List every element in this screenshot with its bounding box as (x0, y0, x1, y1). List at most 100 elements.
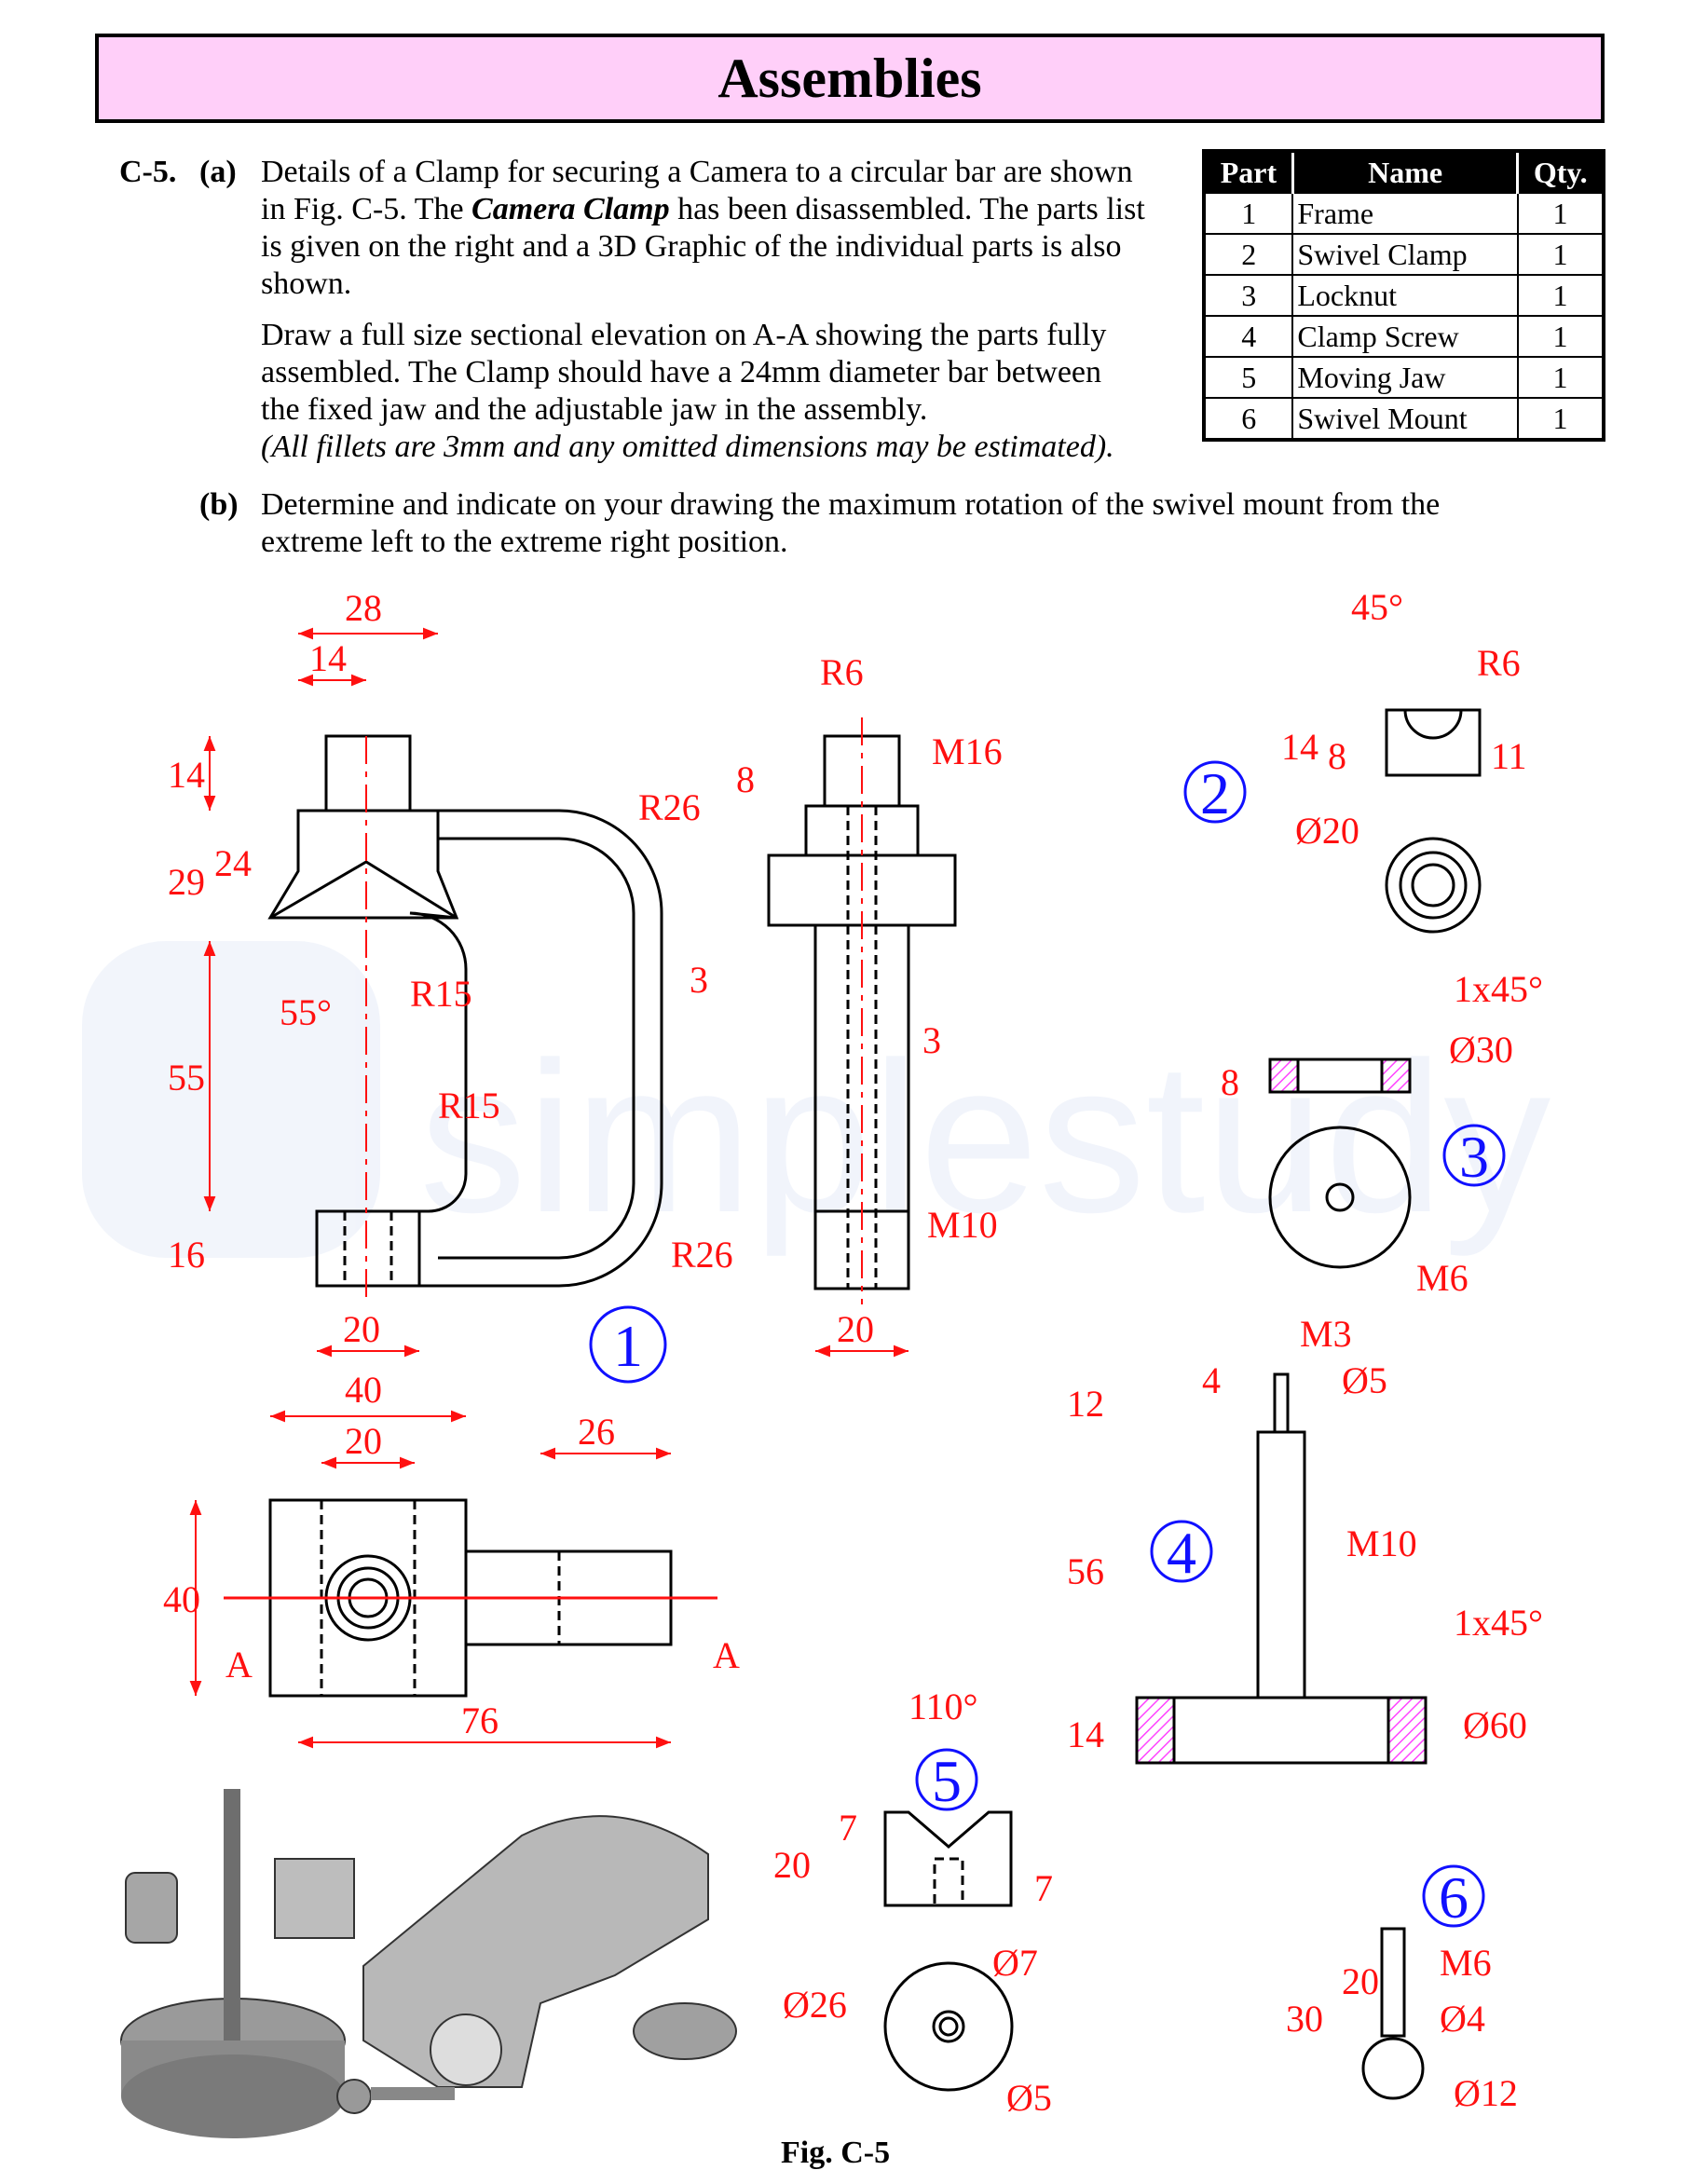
dim-label: Ø60 (1463, 1704, 1527, 1746)
clamp-screw-shank (1256, 1430, 1306, 1699)
moving-jaw-3d (274, 1858, 355, 1939)
dim-label: R15 (438, 1085, 500, 1126)
part-no: 5 (1202, 356, 1294, 399)
locknut-hatch-left (1268, 1058, 1300, 1094)
dim-label: 8 (1328, 735, 1346, 777)
dim-label: 11 (1491, 735, 1527, 777)
dim-label: M6 (1440, 1942, 1492, 1984)
moving-jaw-plan-inner (938, 2016, 959, 2037)
part-name: Swivel Clamp (1291, 233, 1519, 276)
part-name: Clamp Screw (1291, 315, 1519, 358)
para1-line-4: shown. (261, 266, 352, 301)
dim-label: 30 (1286, 1998, 1323, 2040)
part-no: 1 (1202, 192, 1294, 235)
locknut-dim-labels: 1x45° Ø30 8 M6 (1221, 968, 1543, 1299)
swivel-mount-drawing (1361, 1927, 1425, 2100)
part-b-label: (b) (199, 487, 239, 522)
swivel-clamp-seat (1403, 709, 1463, 740)
part-number-circle (1150, 1520, 1213, 1583)
dim-label: M16 (932, 730, 1003, 772)
dim-label: 20 (345, 1420, 382, 1462)
clamp-screw-tip (1273, 1372, 1290, 1434)
dim-label: M6 (1416, 1257, 1469, 1299)
dim-label: R6 (1477, 642, 1521, 684)
dim-label: M3 (1300, 1313, 1352, 1355)
watermark: simplestudy (82, 941, 1551, 1258)
dim-label: 14 (1067, 1713, 1104, 1755)
dim-label: Ø20 (1295, 810, 1359, 852)
para2-line-3: the fixed jaw and the adjustable jaw in … (261, 392, 928, 427)
dim-label: 3 (690, 959, 708, 1001)
swivel-mount-dim-labels: M6 20 30 Ø4 Ø12 (1286, 1942, 1518, 2114)
dim-label: Ø5 (1006, 2077, 1052, 2119)
part-number-2: 2 (1200, 760, 1230, 826)
part-qty: 1 (1516, 192, 1605, 235)
page-title: Assemblies (95, 34, 1605, 123)
section-label-a-left: A (225, 1644, 253, 1686)
para1-line-3: is given on the right and a 3D Graphic o… (261, 229, 1122, 264)
dim-label: 1x45° (1454, 968, 1543, 1010)
dim-label: 28 (345, 587, 382, 629)
para1-line-2-post: has been disassembled. The parts list (669, 192, 1145, 226)
parts-header-name: Name (1291, 151, 1518, 193)
frame-c-body-inner (438, 837, 635, 1260)
dim-label: 12 (1067, 1383, 1104, 1425)
question-number: C-5. (119, 155, 177, 189)
part-no: 3 (1202, 274, 1294, 317)
dim-label: 14 (309, 637, 347, 679)
dim-label: R26 (671, 1234, 733, 1276)
para2-line-2: assembled. The Clamp should have a 24mm … (261, 355, 1101, 389)
dim-label: 8 (736, 758, 755, 800)
dim-label: 40 (345, 1369, 382, 1411)
clamp-screw-hatch-right (1387, 1696, 1428, 1765)
clamp-screw-dim-labels: M3 Ø5 4 12 56 M10 1x45° 14 Ø60 (1067, 1313, 1543, 1755)
frame-elevation (267, 734, 663, 1288)
frame-dimensions (189, 627, 908, 1749)
swivel-mount-stem (1380, 1927, 1406, 2038)
frame-foot (315, 1209, 421, 1288)
dim-label: 55 (168, 1057, 205, 1099)
part-a-label: (a) (199, 155, 237, 189)
dim-label: 16 (168, 1234, 205, 1276)
locknut-3d (125, 1872, 178, 1944)
part-name: Moving Jaw (1291, 356, 1519, 399)
swivel-clamp-dim-labels: 45° R6 14 8 11 Ø20 (1281, 586, 1527, 852)
part-name: Locknut (1291, 274, 1519, 317)
section-label-a-right: A (713, 1634, 740, 1676)
part-b-line-2: extreme left to the extreme right positi… (261, 525, 788, 559)
dim-label: 76 (461, 1699, 499, 1741)
part-name: Frame (1291, 192, 1519, 235)
dim-label: 40 (163, 1578, 200, 1620)
part-no: 2 (1202, 233, 1294, 276)
swivel-clamp-plan-inner (1411, 863, 1455, 908)
clamp-screw-hatch-left (1135, 1696, 1176, 1765)
swivel-mount-3d-ball (336, 2079, 372, 2114)
part-number-6: 6 (1439, 1864, 1469, 1931)
dim-label: 24 (214, 842, 252, 884)
dim-label: 55° (280, 991, 332, 1033)
dim-label: Ø30 (1449, 1029, 1513, 1071)
locknut-hatch-right (1380, 1058, 1412, 1094)
swivel-clamp-drawing (1385, 708, 1482, 934)
part-number-circle (915, 1748, 978, 1811)
dim-label: 14 (1281, 726, 1318, 768)
part-number-3: 3 (1459, 1124, 1489, 1190)
moving-jaw-plan-bore (932, 2010, 965, 2043)
parts-header-qty: Qty. (1516, 151, 1604, 193)
part-qty: 1 (1516, 397, 1605, 441)
question-para-1: Details of a Clamp for securing a Camera… (261, 154, 1193, 303)
moving-jaw-plan-outer (883, 1961, 1014, 2092)
dim-label: 20 (1342, 1960, 1379, 2002)
dim-label: Ø7 (992, 1942, 1038, 1984)
part-qty: 1 (1516, 233, 1605, 276)
dim-label: 26 (578, 1411, 615, 1453)
parts-header-part: Part (1204, 151, 1293, 193)
frame-v-notch (269, 860, 458, 920)
dim-label: 56 (1067, 1550, 1104, 1592)
part-qty: 1 (1516, 315, 1605, 358)
moving-jaw-dim-labels: 110° 7 20 7 Ø26 Ø7 Ø5 (773, 1686, 1053, 2119)
